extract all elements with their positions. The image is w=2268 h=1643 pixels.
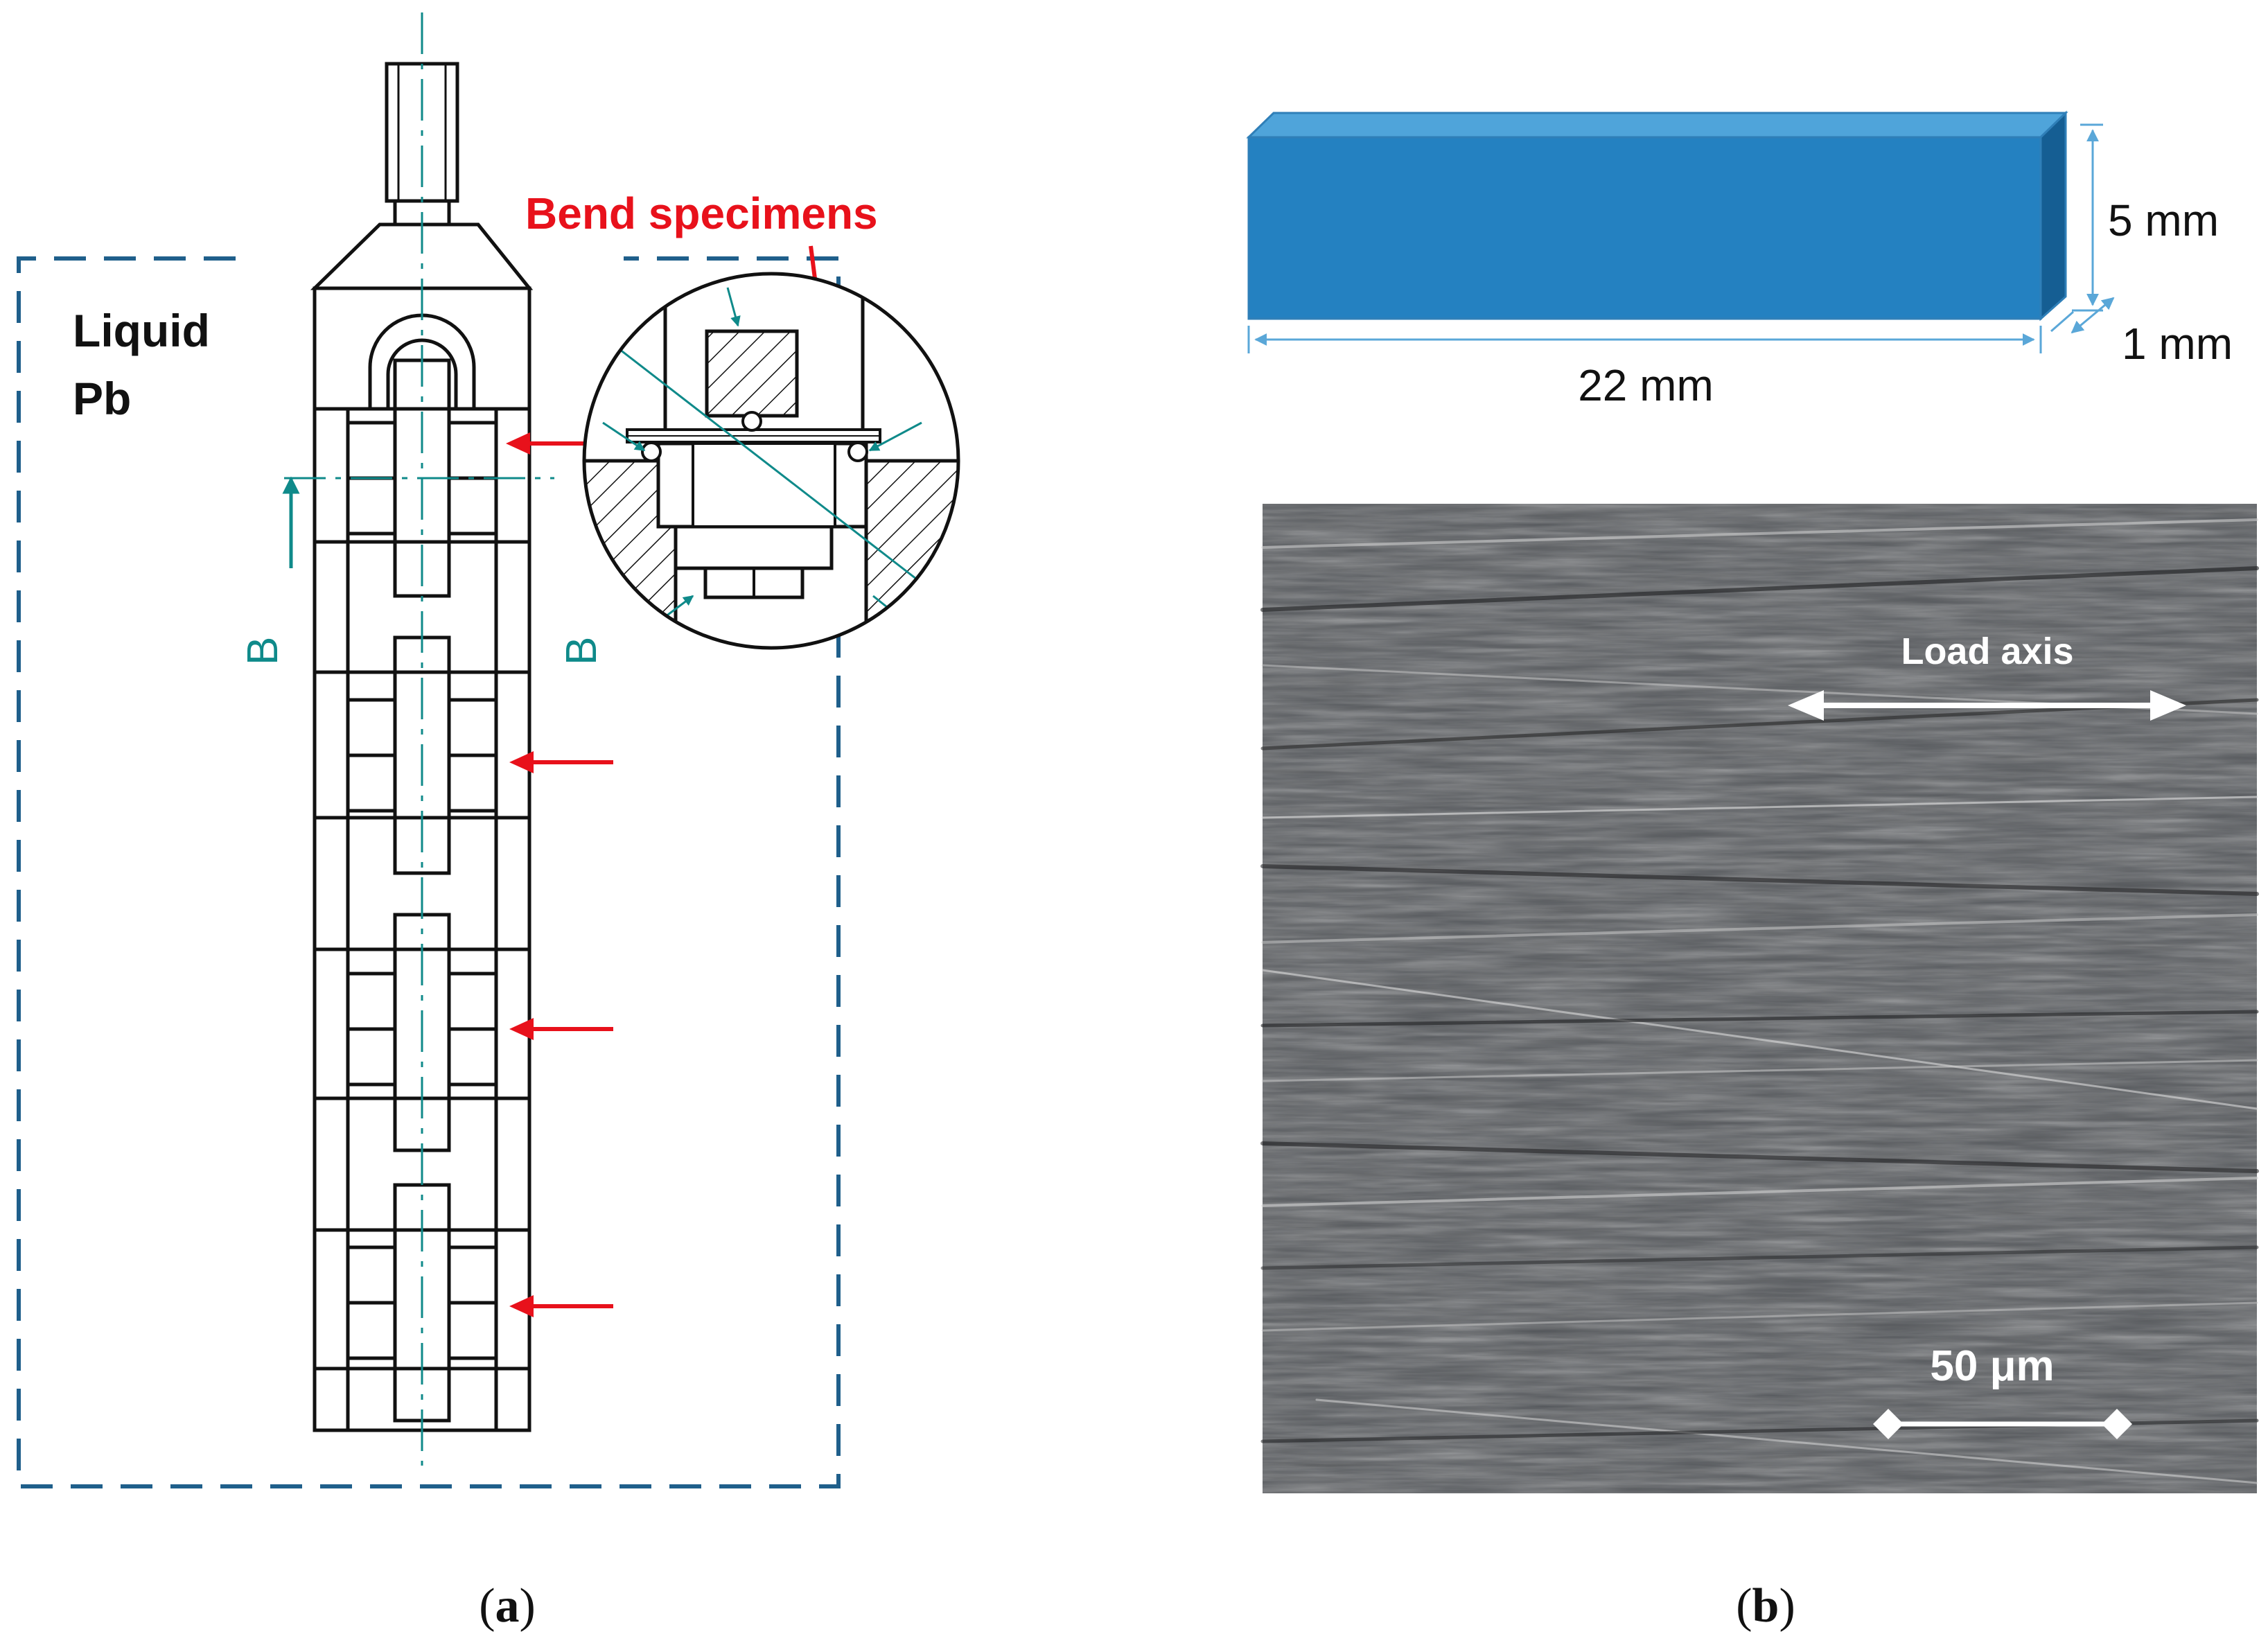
dim-thickness-label: 1 mm bbox=[2122, 319, 2233, 369]
liquid-pb-vessel bbox=[17, 256, 841, 1488]
panel-a: Liquid Pb bbox=[17, 12, 960, 1633]
specimen-bar bbox=[1246, 110, 2068, 322]
load-axis-arrow bbox=[1788, 690, 2186, 721]
dim-length-label: 22 mm bbox=[1578, 360, 1714, 410]
liquid-label-line1: Liquid bbox=[73, 305, 210, 356]
specimen-holder bbox=[313, 286, 531, 1432]
dim-height-label: 5 mm bbox=[2108, 195, 2219, 245]
specimen-top-face bbox=[1246, 112, 2068, 139]
section-detail-circle bbox=[582, 272, 960, 650]
scale-bar bbox=[1873, 1409, 2132, 1439]
liquid-label-line2: Pb bbox=[73, 373, 131, 424]
panel-b: 5 mm 1 mm 22 mm bbox=[1246, 110, 2259, 1633]
specimen-arrows bbox=[506, 432, 613, 1317]
section-label-left: B bbox=[239, 637, 287, 665]
section-marker bbox=[282, 476, 554, 568]
caption-a: (a) bbox=[479, 1579, 536, 1633]
scale-bar-label: 50 μm bbox=[1930, 1342, 2054, 1390]
load-axis-label: Load axis bbox=[1901, 631, 2073, 672]
specimen-front-face bbox=[1247, 136, 2042, 320]
specimen-side-face bbox=[2039, 110, 2067, 322]
dimension-lines bbox=[1247, 123, 2115, 353]
bend-specimens-label: Bend specimens bbox=[525, 188, 878, 238]
caption-b: (b) bbox=[1736, 1579, 1795, 1633]
section-label-right: B bbox=[558, 637, 606, 665]
sem-micrograph bbox=[1260, 504, 2259, 1493]
